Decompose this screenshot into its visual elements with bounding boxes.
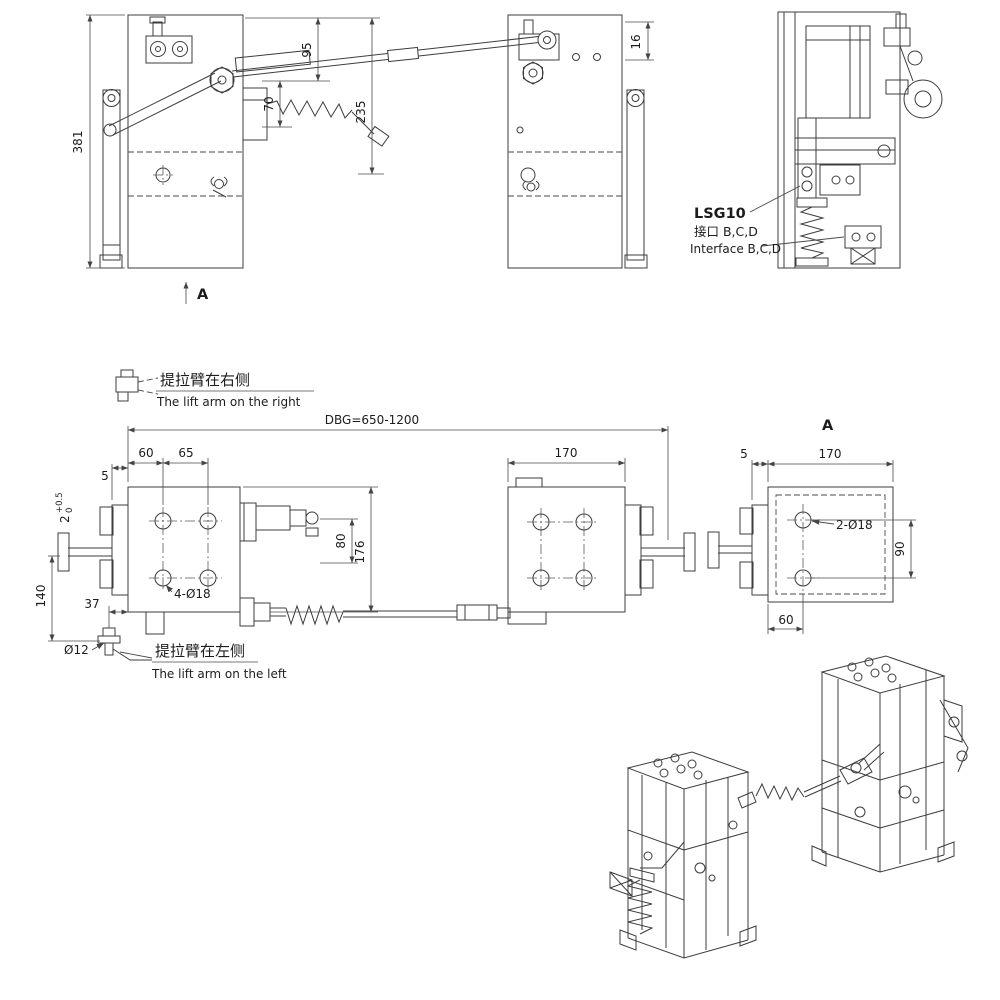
note-right-cn: 提拉臂在右侧 <box>160 371 250 389</box>
dim-5: 5 <box>101 469 109 483</box>
dim-140: 140 <box>34 585 48 608</box>
interface-label-cn: 接口 B,C,D <box>694 224 758 239</box>
holes-4-label: 4-Ø18 <box>174 587 211 601</box>
svg-text:+0.5: +0.5 <box>55 492 65 513</box>
section-dim-170: 170 <box>819 447 842 461</box>
note-right-en: The lift arm on the right <box>156 395 301 409</box>
dim-170: 170 <box>555 446 578 460</box>
plan-left-holes <box>149 507 222 592</box>
front-view: 381 95 70 235 A <box>71 14 544 304</box>
section-dim-60: 60 <box>778 613 793 627</box>
dim-dbg: DBG=650-1200 <box>325 413 419 427</box>
dim-381: 381 <box>71 131 85 154</box>
note-left-en: The lift arm on the left <box>151 667 287 681</box>
note-lift-arm-right: 提拉臂在右侧 The lift arm on the right <box>115 369 314 409</box>
svg-text:2: 2 <box>58 515 72 523</box>
interface-label-en: Interface B,C,D <box>690 242 781 256</box>
side-view: 16 <box>507 14 654 269</box>
section-dim-90: 90 <box>893 541 907 556</box>
isometric-view <box>609 655 969 959</box>
note-left-cn: 提拉臂在左侧 <box>155 642 245 660</box>
dim-235: 235 <box>354 101 368 124</box>
dim-37: 37 <box>84 597 99 611</box>
dim-176: 176 <box>353 541 367 564</box>
dia-12-label: Ø12 <box>64 643 89 657</box>
dim-60: 60 <box>138 446 153 460</box>
holes-2-label: 2-Ø18 <box>836 518 873 532</box>
svg-text:0: 0 <box>65 508 75 513</box>
dim-65: 65 <box>178 446 193 460</box>
section-a-view: A 5 170 2-Ø18 90 60 <box>707 418 916 634</box>
dim-16: 16 <box>629 34 643 49</box>
plan-right-holes <box>527 508 598 592</box>
model-label: LSG10 <box>694 206 746 222</box>
plan-view: DBG=650-1200 60 65 170 5 2 +0.5 0 140 37 <box>34 413 696 681</box>
rear-view: LSG10 接口 B,C,D Interface B,C,D <box>690 11 943 269</box>
dim-2-tolerance: 2 +0.5 0 <box>55 492 75 523</box>
dim-70: 70 <box>262 96 276 111</box>
section-dim-5: 5 <box>740 447 748 461</box>
dim-80: 80 <box>334 533 348 548</box>
section-arrow-label: A <box>197 287 209 303</box>
section-a-title: A <box>822 418 834 434</box>
dim-95: 95 <box>300 42 314 57</box>
